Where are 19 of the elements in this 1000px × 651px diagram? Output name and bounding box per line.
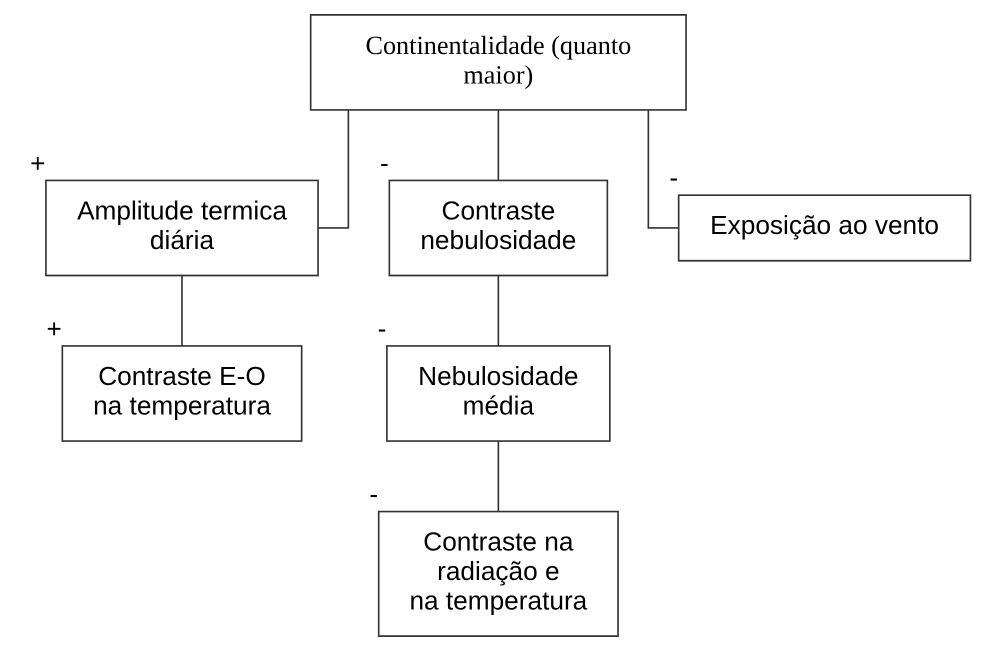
node-label: - xyxy=(369,479,378,510)
node-label: + xyxy=(46,313,62,344)
connector xyxy=(318,110,350,229)
node-label: - xyxy=(378,313,386,344)
node-label: + xyxy=(30,148,46,178)
node-box: Contraste na radiação e na temperatura xyxy=(378,510,619,637)
connector xyxy=(181,276,183,346)
connector xyxy=(648,110,678,229)
node-label: - xyxy=(669,162,678,193)
connector xyxy=(498,441,500,512)
connector xyxy=(498,110,500,180)
node-box: Contraste E-O na temperatura xyxy=(62,345,302,442)
node-box: Nebulosidade média xyxy=(386,345,611,442)
node-box: Contraste nebulosidade xyxy=(388,180,608,276)
node-box: Continentalidade (quanto maior) xyxy=(310,14,687,111)
node-box: Amplitude termica diária xyxy=(45,180,319,276)
node-label: - xyxy=(380,148,389,178)
connector xyxy=(498,276,500,346)
node-box: Exposição ao vento xyxy=(678,194,972,262)
